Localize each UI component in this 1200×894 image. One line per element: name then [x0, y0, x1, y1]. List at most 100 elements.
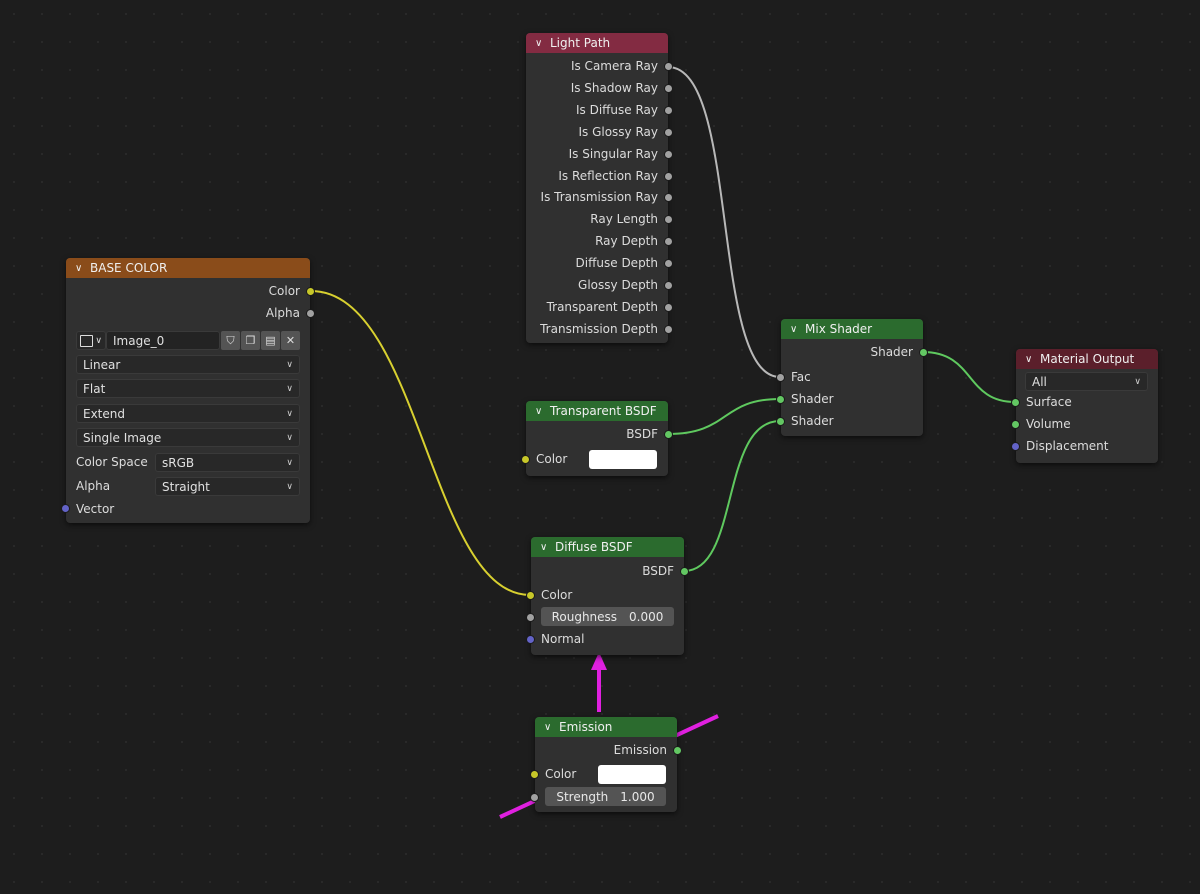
socket-displacement-in[interactable]: [1012, 443, 1019, 450]
source-dropdown[interactable]: Single Image∨: [76, 428, 300, 447]
node-title: Emission: [559, 720, 613, 734]
chevron-down-icon: ∨: [286, 457, 293, 468]
material-output-node[interactable]: ∨ Material Output All∨ Surface Volume Di…: [1012, 349, 1158, 463]
chevron-down-icon: ∨: [95, 335, 102, 346]
socket-glossy-depth-out[interactable]: [665, 282, 672, 289]
strength-field[interactable]: Strength 1.000: [545, 787, 666, 806]
chevron-down-icon[interactable]: ∨: [540, 541, 548, 553]
socket-transparent-depth-out[interactable]: [665, 303, 672, 311]
output-color: Color: [268, 284, 300, 298]
chevron-down-icon[interactable]: ∨: [544, 721, 552, 733]
socket-ray-depth-out[interactable]: [665, 238, 672, 246]
socket-is-glossy-ray-out[interactable]: [665, 128, 672, 136]
input-fac: Fac: [791, 370, 811, 384]
socket-color-in[interactable]: [522, 456, 529, 463]
diffuse-bsdf-node[interactable]: ∨ Diffuse BSDF BSDF Color Roughness 0.00…: [527, 537, 688, 655]
socket-normal-in[interactable]: [527, 636, 534, 643]
socket-transmission-depth-out[interactable]: [665, 325, 672, 333]
input-volume: Volume: [1026, 417, 1071, 431]
light-path-header[interactable]: ∨ Light Path: [526, 33, 668, 53]
projection-dropdown[interactable]: Flat∨: [76, 379, 300, 398]
output-is-reflection-ray: Is Reflection Ray: [558, 168, 658, 183]
socket-is-reflection-ray-out[interactable]: [665, 172, 672, 180]
material-output-header[interactable]: ∨ Material Output: [1016, 349, 1158, 369]
duplicate-icon[interactable]: ❐: [241, 331, 260, 350]
color-swatch[interactable]: [589, 450, 657, 469]
socket-shader-in-2[interactable]: [777, 418, 784, 425]
output-shader: Shader: [870, 345, 913, 359]
mix-shader-node[interactable]: ∨ Mix Shader Shader Fac Shader Shader: [777, 319, 927, 436]
base-color-node[interactable]: ∨ BASE COLOR Color Alpha ∨ Image_0 ⛉ ❐ ▤…: [62, 258, 314, 523]
output-transparent-depth: Transparent Depth: [546, 299, 658, 314]
socket-color-in[interactable]: [527, 592, 534, 599]
link-image-color-to-diffuse-color: [310, 290, 531, 596]
alpha-mode-label: Alpha: [76, 479, 111, 493]
output-is-transmission-ray: Is Transmission Ray: [540, 190, 658, 205]
node-title: Light Path: [550, 36, 611, 50]
socket-surface-in[interactable]: [1012, 399, 1019, 406]
input-vector: Vector: [76, 502, 115, 516]
socket-bsdf-out[interactable]: [665, 431, 672, 438]
color-swatch[interactable]: [598, 765, 666, 784]
emission-header[interactable]: ∨ Emission: [535, 717, 677, 737]
chevron-down-icon: ∨: [1134, 376, 1141, 387]
chevron-down-icon[interactable]: ∨: [75, 262, 83, 274]
output-alpha: Alpha: [265, 306, 300, 320]
interpolation-dropdown[interactable]: Linear∨: [76, 355, 300, 374]
socket-roughness-in[interactable]: [527, 614, 534, 621]
extension-dropdown[interactable]: Extend∨: [76, 404, 300, 423]
socket-is-camera-ray-out[interactable]: [665, 63, 672, 70]
image-browse-button[interactable]: ∨: [76, 331, 106, 350]
mix-shader-header[interactable]: ∨ Mix Shader: [781, 319, 923, 339]
socket-vector-in[interactable]: [62, 505, 69, 512]
socket-shader-out[interactable]: [920, 349, 927, 356]
output-ray-length: Ray Length: [590, 212, 658, 227]
socket-is-shadow-ray-out[interactable]: [665, 84, 672, 92]
close-icon[interactable]: ✕: [281, 331, 300, 350]
socket-alpha-out[interactable]: [307, 310, 314, 317]
base-color-header[interactable]: ∨ BASE COLOR: [66, 258, 310, 278]
socket-strength-in[interactable]: [531, 794, 538, 801]
annotation-arrow: [591, 652, 607, 712]
link-mix-shader-to-surface: [922, 351, 1016, 403]
socket-diffuse-depth-out[interactable]: [665, 260, 672, 268]
socket-is-diffuse-ray-out[interactable]: [665, 106, 672, 114]
output-glossy-depth: Glossy Depth: [578, 278, 658, 292]
transparent-bsdf-node[interactable]: ∨ Transparent BSDF BSDF Color: [522, 401, 672, 476]
color-space-label: Color Space: [76, 455, 148, 469]
fake-user-shield-icon[interactable]: ⛉: [221, 331, 240, 350]
socket-is-singular-ray-out[interactable]: [665, 150, 672, 158]
pack-image-icon[interactable]: ▤: [261, 331, 280, 350]
image-name-field[interactable]: Image_0: [106, 331, 220, 350]
alpha-mode-dropdown[interactable]: Straight∨: [155, 477, 300, 496]
socket-volume-in[interactable]: [1012, 421, 1019, 428]
diffuse-bsdf-header[interactable]: ∨ Diffuse BSDF: [531, 537, 684, 557]
input-color: Color: [545, 767, 577, 781]
color-space-dropdown[interactable]: sRGB∨: [155, 453, 300, 472]
chevron-down-icon: ∨: [286, 383, 293, 394]
socket-emission-out[interactable]: [674, 747, 681, 754]
chevron-down-icon: ∨: [286, 481, 293, 492]
socket-bsdf-out[interactable]: [681, 568, 688, 575]
chevron-down-icon[interactable]: ∨: [535, 37, 543, 49]
chevron-down-icon[interactable]: ∨: [535, 405, 543, 417]
emission-node[interactable]: ∨ Emission Emission Color Strength 1.000: [531, 717, 681, 812]
socket-color-out[interactable]: [307, 288, 314, 295]
input-color: Color: [541, 588, 573, 602]
input-displacement: Displacement: [1026, 439, 1109, 453]
socket-color-in[interactable]: [531, 771, 538, 778]
socket-shader-in-1[interactable]: [777, 396, 784, 403]
socket-ray-length-out[interactable]: [665, 216, 672, 224]
output-bsdf: BSDF: [642, 564, 674, 578]
output-ray-depth: Ray Depth: [595, 234, 658, 249]
chevron-down-icon[interactable]: ∨: [790, 323, 798, 335]
chevron-down-icon[interactable]: ∨: [1025, 353, 1033, 365]
target-dropdown[interactable]: All∨: [1025, 372, 1148, 391]
socket-is-transmission-ray-out[interactable]: [665, 194, 672, 202]
socket-fac-in[interactable]: [777, 374, 784, 381]
chevron-down-icon: ∨: [286, 432, 293, 443]
roughness-field[interactable]: Roughness 0.000: [541, 607, 674, 626]
transparent-bsdf-header[interactable]: ∨ Transparent BSDF: [526, 401, 668, 421]
node-title: Material Output: [1040, 352, 1135, 366]
